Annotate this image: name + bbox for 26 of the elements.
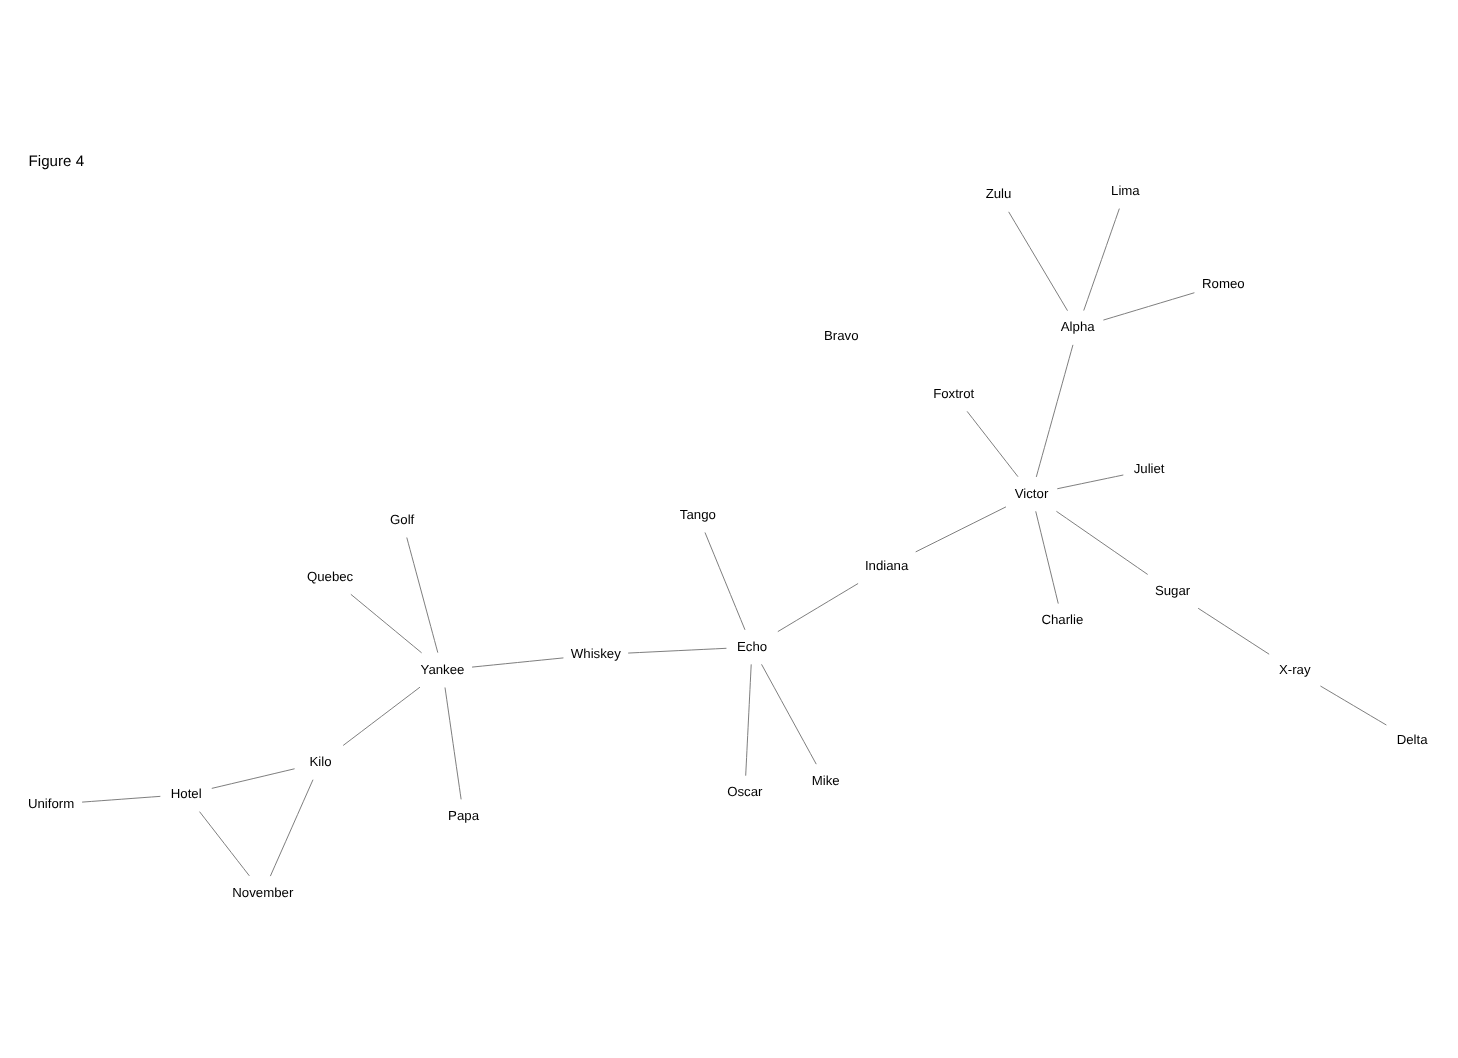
- connector: [406, 536, 439, 653]
- connector: [966, 409, 1019, 477]
- connector: [81, 794, 161, 802]
- connector: [627, 646, 727, 653]
- connector: [1008, 210, 1068, 311]
- connector: [745, 662, 752, 776]
- connector: [199, 810, 250, 876]
- connector: [1035, 343, 1074, 477]
- connector: [1055, 509, 1149, 574]
- connector: [211, 767, 296, 788]
- connector: [777, 582, 859, 632]
- connector: [1056, 473, 1124, 489]
- connector: [915, 505, 1007, 552]
- connector: [704, 531, 746, 630]
- connector: [350, 592, 423, 653]
- connector: [1035, 509, 1059, 604]
- connector: [1083, 207, 1120, 310]
- connector: [471, 656, 564, 667]
- connector: [342, 685, 421, 745]
- connector: [761, 662, 817, 764]
- connector: [1319, 684, 1387, 725]
- diagram-title: Figure 4: [28, 150, 85, 169]
- connector: [269, 778, 314, 876]
- connector: [1102, 291, 1195, 320]
- connector: [1197, 606, 1270, 654]
- connector: [444, 686, 462, 799]
